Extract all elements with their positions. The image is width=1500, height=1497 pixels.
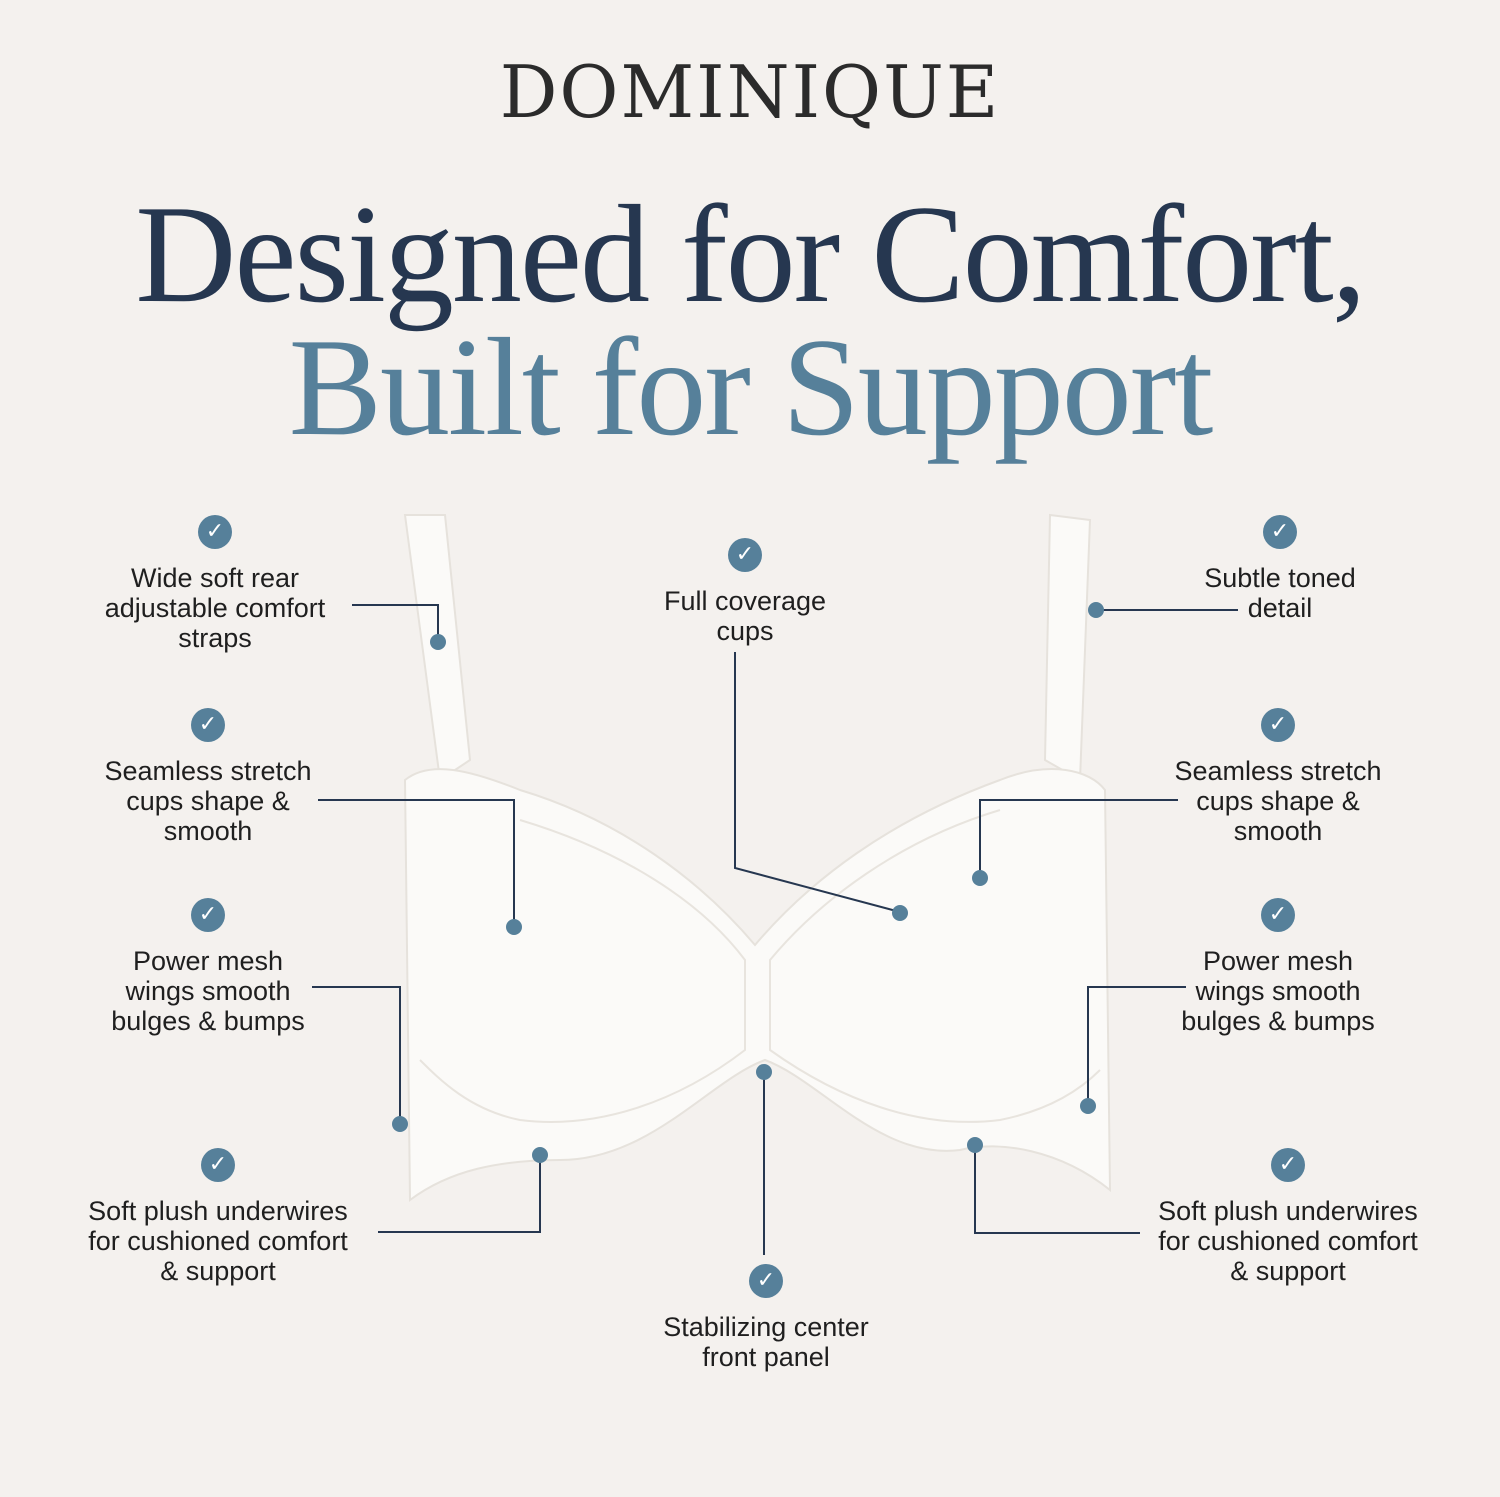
leader-right-wings bbox=[1087, 986, 1186, 1105]
feature-left-cups: ✓ Seamless stretch cups shape & smooth bbox=[28, 708, 388, 846]
feature-text: cups shape & bbox=[126, 786, 290, 816]
check-circle-icon: ✓ bbox=[198, 515, 232, 549]
feature-right-cups: ✓ Seamless stretch cups shape & smooth bbox=[1098, 708, 1458, 846]
feature-text: adjustable comfort bbox=[104, 593, 326, 623]
check-circle-icon: ✓ bbox=[201, 1148, 235, 1182]
feature-text: wings smooth bbox=[125, 976, 291, 1006]
headline-line-1: Designed for Comfort, bbox=[135, 177, 1366, 332]
feature-text: Subtle toned bbox=[1204, 563, 1356, 593]
feature-text: Wide soft rear bbox=[130, 563, 300, 593]
feature-text: Seamless stretch bbox=[1174, 756, 1382, 786]
feature-text: wings smooth bbox=[1195, 976, 1361, 1006]
feature-right-underwires: ✓ Soft plush underwires for cushioned co… bbox=[1108, 1148, 1468, 1286]
feature-text: & support bbox=[1230, 1256, 1346, 1286]
feature-left-straps: ✓ Wide soft rear adjustable comfort stra… bbox=[35, 515, 395, 653]
feature-text: smooth bbox=[163, 816, 253, 846]
feature-text: bulges & bumps bbox=[1181, 1006, 1375, 1036]
feature-text: for cushioned comfort bbox=[1158, 1226, 1418, 1256]
check-circle-icon: ✓ bbox=[1263, 515, 1297, 549]
leader-left-straps bbox=[352, 604, 439, 640]
right-cup-seam bbox=[769, 809, 1101, 1123]
brand-logo: DOMINIQUE bbox=[499, 50, 1001, 134]
dot-left-straps bbox=[430, 634, 446, 650]
feature-text: for cushioned comfort bbox=[88, 1226, 348, 1256]
feature-text: & support bbox=[160, 1256, 276, 1286]
dot-center-panel bbox=[756, 1064, 772, 1080]
callout-dots bbox=[392, 602, 1104, 1163]
dot-left-wings bbox=[392, 1116, 408, 1132]
check-circle-icon: ✓ bbox=[191, 708, 225, 742]
check-circle-icon: ✓ bbox=[1261, 708, 1295, 742]
feature-text: cups bbox=[716, 616, 774, 646]
feature-right-detail: ✓ Subtle toned detail bbox=[1100, 515, 1460, 623]
headline-line-2: Built for Support bbox=[288, 310, 1214, 465]
feature-center-panel: ✓ Stabilizing center front panel bbox=[586, 1264, 946, 1372]
leader-left-cups bbox=[318, 799, 515, 925]
left-cup-seam bbox=[419, 819, 746, 1123]
dot-right-wings bbox=[1080, 1098, 1096, 1114]
leader-center-coverage bbox=[734, 652, 901, 913]
check-circle-icon: ✓ bbox=[1271, 1148, 1305, 1182]
dot-center-coverage bbox=[892, 905, 908, 921]
dot-right-detail bbox=[1088, 602, 1104, 618]
feature-text: Power mesh bbox=[1202, 946, 1354, 976]
leader-lines bbox=[312, 604, 1238, 1255]
feature-text: smooth bbox=[1233, 816, 1323, 846]
feature-text: Stabilizing center bbox=[663, 1312, 869, 1342]
feature-text: bulges & bumps bbox=[111, 1006, 305, 1036]
feature-text: detail bbox=[1247, 593, 1313, 623]
leader-right-cups bbox=[979, 799, 1178, 877]
feature-center-coverage: ✓ Full coverage cups bbox=[565, 538, 925, 646]
feature-text: Soft plush underwires bbox=[88, 1196, 348, 1226]
feature-text: Power mesh bbox=[132, 946, 284, 976]
check-circle-icon: ✓ bbox=[749, 1264, 783, 1298]
check-circle-icon: ✓ bbox=[1261, 898, 1295, 932]
bra-body bbox=[403, 768, 1112, 1202]
feature-text: Seamless stretch bbox=[104, 756, 312, 786]
feature-text: straps bbox=[178, 623, 252, 653]
dot-left-underwires bbox=[532, 1147, 548, 1163]
leader-left-underwires bbox=[378, 1155, 541, 1233]
dot-right-underwires bbox=[967, 1137, 983, 1153]
feature-text: front panel bbox=[702, 1342, 830, 1372]
leader-left-wings bbox=[312, 986, 401, 1122]
check-circle-icon: ✓ bbox=[191, 898, 225, 932]
feature-text: Full coverage bbox=[663, 586, 827, 616]
dot-left-cups bbox=[506, 919, 522, 935]
feature-left-wings: ✓ Power mesh wings smooth bulges & bumps bbox=[28, 898, 388, 1036]
feature-text: Soft plush underwires bbox=[1158, 1196, 1418, 1226]
leader-right-underwires bbox=[974, 1145, 1140, 1234]
feature-right-wings: ✓ Power mesh wings smooth bulges & bumps bbox=[1098, 898, 1458, 1036]
feature-text: cups shape & bbox=[1196, 786, 1360, 816]
right-strap bbox=[1043, 513, 1092, 782]
check-circle-icon: ✓ bbox=[728, 538, 762, 572]
dot-right-cups bbox=[972, 870, 988, 886]
feature-left-underwires: ✓ Soft plush underwires for cushioned co… bbox=[38, 1148, 398, 1286]
